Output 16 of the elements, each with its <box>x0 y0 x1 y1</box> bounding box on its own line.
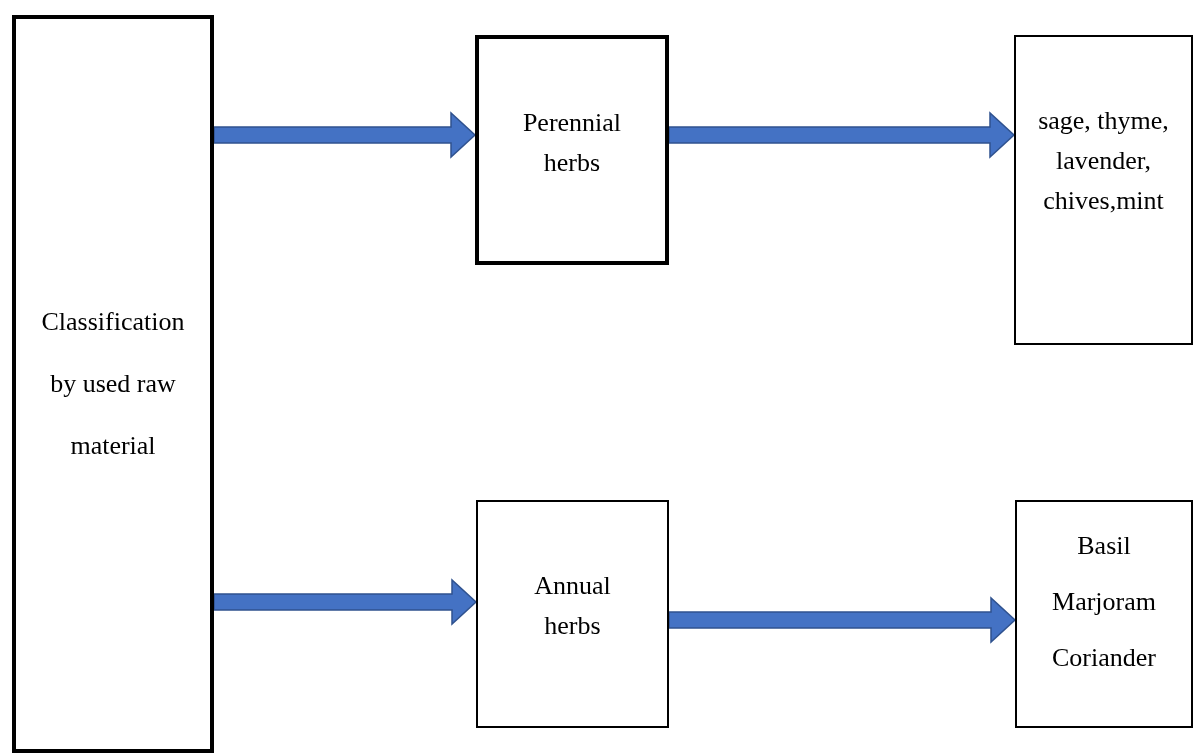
process-box <box>12 15 214 753</box>
process-box <box>475 35 669 265</box>
block-arrow <box>668 111 1016 159</box>
box-label: Marjoram <box>1052 586 1156 618</box>
box-label: Coriander <box>1052 642 1156 674</box>
block-arrow <box>668 596 1017 644</box>
process-box <box>1014 35 1193 345</box>
block-arrow <box>213 111 477 159</box>
block-arrow <box>213 578 478 626</box>
box-label: Perennial herbs <box>521 107 623 179</box>
box-label: Classification by used raw material <box>40 306 186 462</box>
box-label: sage, thyme, lavender, chives,mint <box>1037 105 1170 217</box>
box-label: Annual herbs <box>533 570 612 642</box>
process-box <box>476 500 669 728</box>
process-box <box>1015 500 1193 728</box>
box-label: Basil <box>1077 530 1131 562</box>
